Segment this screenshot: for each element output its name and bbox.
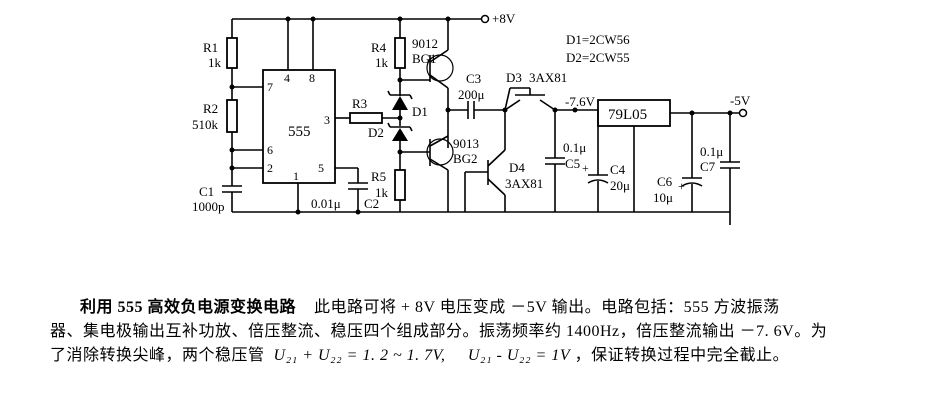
- pin6-label: 6: [267, 143, 273, 157]
- d3-type: 3AX81: [529, 70, 567, 85]
- r1-resistor: [226, 37, 238, 69]
- caption-text-3a: 了消除转换尖峰，两个稳压管: [50, 347, 265, 364]
- r1-label: R1: [203, 40, 218, 55]
- c7-value: 0.1μ: [700, 144, 723, 159]
- c3-label: C3: [466, 71, 481, 86]
- c2-value: 0.01μ: [311, 196, 341, 211]
- d1-label: D1: [412, 104, 428, 119]
- r5-value: 1k: [375, 185, 389, 200]
- pin4-label: 4: [284, 71, 290, 85]
- caption-text-3b: ，保证转换过程中完全截止。: [574, 347, 790, 364]
- c6-label: C6: [657, 174, 673, 189]
- supply-terminal: [480, 14, 490, 24]
- caption: 利用 555 高效负电源变换电路 此电路可将 + 8V 电压变成 －5V 输出。…: [50, 296, 940, 368]
- caption-line-3: 了消除转换尖峰，两个稳压管 U₂₁ + U₂₂ = 1. 2 ~ 1. 7V, …: [50, 344, 940, 368]
- d3-transistor: [504, 87, 556, 111]
- bg2-transistor: [426, 135, 454, 212]
- r5-resistor: [394, 169, 406, 201]
- bg2-type: 9013: [453, 136, 479, 151]
- c4-value: 20μ: [610, 178, 630, 193]
- c6-value: 10μ: [653, 190, 673, 205]
- mid-voltage-label: -7.6V: [565, 94, 596, 109]
- pin8-label: 8: [309, 71, 315, 85]
- c6-plus: +: [678, 179, 685, 193]
- r3-resistor: [349, 112, 383, 124]
- d1-zener: [392, 96, 408, 110]
- pin5-label: 5: [318, 161, 324, 175]
- c4-label: C4: [610, 162, 626, 177]
- output-terminal: [738, 108, 748, 118]
- d2-note: D2=2CW55: [566, 50, 630, 65]
- c5-label: C5: [565, 156, 580, 171]
- bg1-label: BG1: [412, 51, 437, 66]
- pin2-label: 2: [267, 161, 273, 175]
- c4-plus: +: [582, 161, 589, 175]
- caption-formula-1: U₂₁ + U₂₂ = 1. 2 ~ 1. 7V,: [273, 347, 446, 364]
- caption-title: 利用 555 高效负电源变换电路: [80, 299, 297, 316]
- caption-formula-2: U₂₁ - U₂₂ = 1V: [467, 347, 571, 364]
- pin3-label: 3: [324, 113, 330, 127]
- out-voltage-label: -5V: [730, 93, 751, 108]
- d2-label: D2: [368, 125, 384, 140]
- c5-value: 0.1μ: [563, 140, 586, 155]
- r2-value: 510k: [192, 117, 219, 132]
- pin1-label: 1: [293, 169, 299, 183]
- c7-label: C7: [700, 159, 716, 174]
- caption-line-2: 器、集电极输出互补功放、倍压整流、稳压四个组成部分。振荡频率约 1400Hz，倍…: [50, 323, 828, 340]
- r4-value: 1k: [375, 55, 389, 70]
- ic-label: 555: [288, 124, 311, 140]
- bg2-label: BG2: [453, 151, 478, 166]
- d4-transistor: [464, 149, 506, 212]
- d1-note: D1=2CW56: [566, 32, 630, 47]
- d4-label: D4: [509, 160, 525, 175]
- d2-zener: [392, 128, 408, 141]
- r4-resistor: [394, 37, 406, 69]
- c3-value: 200μ: [458, 87, 485, 102]
- d3-label: D3: [506, 70, 522, 85]
- r3-label: R3: [352, 96, 367, 111]
- c1-label: C1: [199, 184, 214, 199]
- c2-label: C2: [364, 196, 379, 211]
- supply-label: +8V: [492, 11, 516, 26]
- r4-label: R4: [371, 40, 387, 55]
- caption-line-1: 利用 555 高效负电源变换电路 此电路可将 + 8V 电压变成 －5V 输出。…: [50, 296, 940, 320]
- c1-value: 1000p: [192, 199, 225, 214]
- ic-555: [262, 69, 336, 184]
- d4-type: 3AX81: [505, 176, 543, 191]
- r2-label: R2: [203, 101, 218, 116]
- bg1-transistor: [426, 19, 454, 148]
- r1-value: 1k: [208, 55, 222, 70]
- bg1-type: 9012: [412, 36, 438, 51]
- r5-label: R5: [371, 169, 386, 184]
- pin7-label: 7: [267, 80, 273, 94]
- regulator-label: 79L05: [608, 107, 647, 123]
- caption-text-1: 此电路可将 + 8V 电压变成 －5V 输出。电路包括：555 方波振荡: [314, 299, 780, 316]
- r2-resistor: [226, 99, 238, 133]
